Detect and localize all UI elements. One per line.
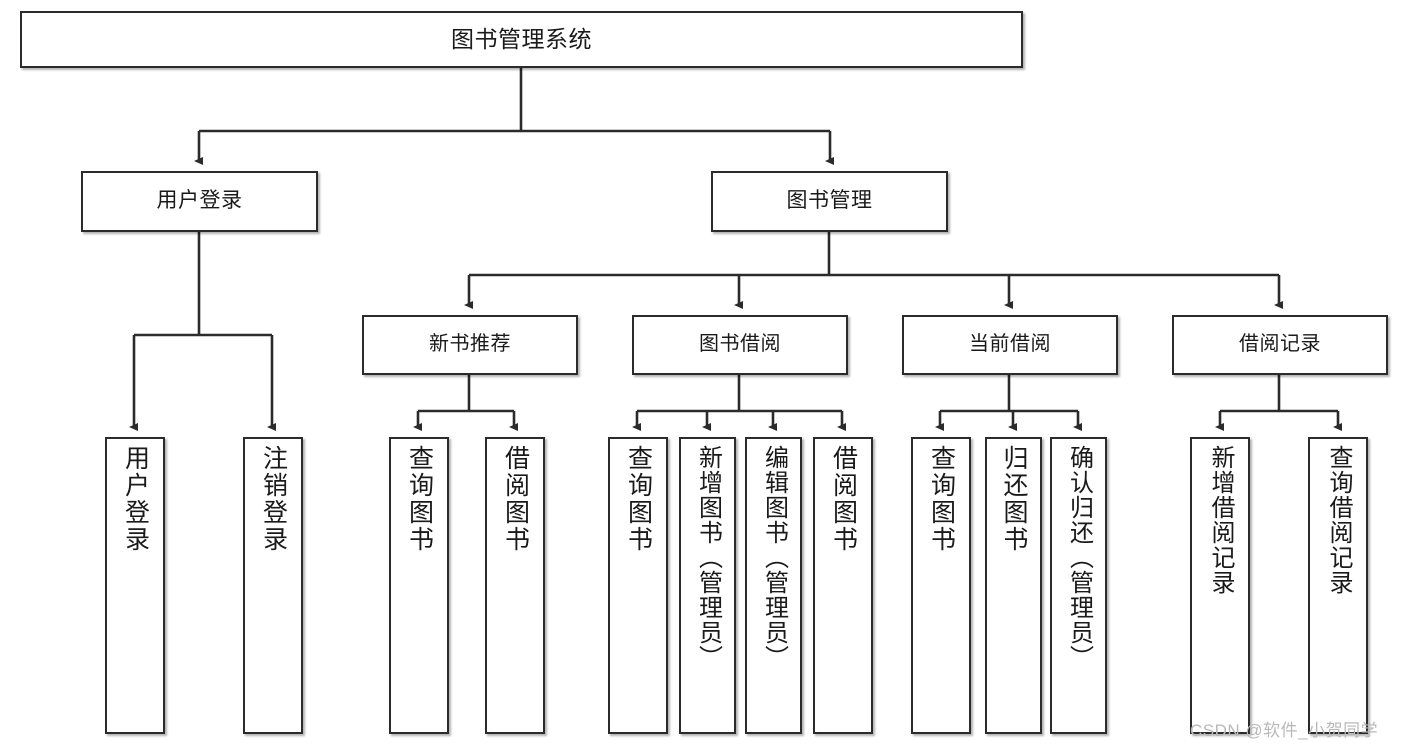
node-label: 图书管理系统 bbox=[451, 26, 592, 53]
node-label: 用户登录 bbox=[121, 445, 150, 553]
node-label: 查询图书 bbox=[927, 445, 956, 553]
leaf-edit-book[interactable]: 编辑图书（管理员） bbox=[745, 437, 802, 734]
leaf-borrow-book-bb[interactable]: 借阅图书 bbox=[813, 437, 873, 734]
node-label: 借阅图书 bbox=[501, 445, 530, 553]
node-label: 归还图书 bbox=[1000, 445, 1028, 553]
node-book-borrow[interactable]: 图书借阅 bbox=[632, 315, 848, 375]
node-label: 图书借阅 bbox=[699, 333, 781, 356]
node-label: 当前借阅 bbox=[969, 333, 1051, 356]
leaf-confirm-return[interactable]: 确认归还（管理员） bbox=[1050, 437, 1107, 734]
node-borrow-record[interactable]: 借阅记录 bbox=[1172, 315, 1388, 375]
node-book-manage[interactable]: 图书管理 bbox=[711, 171, 948, 232]
node-label: 借阅图书 bbox=[829, 445, 858, 553]
leaf-add-book[interactable]: 新增图书（管理员） bbox=[679, 437, 736, 734]
node-label: 新书推荐 bbox=[429, 333, 511, 356]
node-label: 查询图书 bbox=[405, 445, 434, 553]
leaf-user-login[interactable]: 用户登录 bbox=[105, 437, 165, 734]
node-label: 查询图书 bbox=[624, 445, 653, 553]
node-label: 注销登录 bbox=[259, 445, 288, 553]
node-label: 图书管理 bbox=[786, 189, 873, 213]
leaf-query-book-bb[interactable]: 查询图书 bbox=[608, 437, 668, 734]
node-label: 查询借阅记录 bbox=[1325, 445, 1352, 595]
node-label: 新增借阅记录 bbox=[1207, 445, 1234, 595]
leaf-query-record[interactable]: 查询借阅记录 bbox=[1308, 437, 1368, 734]
node-root[interactable]: 图书管理系统 bbox=[20, 11, 1023, 68]
leaf-query-book-rec[interactable]: 查询图书 bbox=[389, 437, 449, 734]
node-current-borrow[interactable]: 当前借阅 bbox=[902, 315, 1118, 375]
node-label: 确认归还（管理员） bbox=[1065, 445, 1093, 670]
leaf-return-book[interactable]: 归还图书 bbox=[985, 437, 1042, 734]
node-label: 新增图书（管理员） bbox=[694, 445, 722, 670]
csdn-watermark: CSDN @软件_小贺同学 bbox=[1190, 721, 1379, 740]
node-new-book-rec[interactable]: 新书推荐 bbox=[362, 315, 578, 375]
node-label: 借阅记录 bbox=[1239, 333, 1321, 356]
node-label: 编辑图书（管理员） bbox=[760, 445, 788, 670]
leaf-add-record[interactable]: 新增借阅记录 bbox=[1190, 437, 1250, 734]
leaf-borrow-book-rec[interactable]: 借阅图书 bbox=[485, 437, 545, 734]
leaf-logout[interactable]: 注销登录 bbox=[243, 437, 303, 734]
leaf-query-book-cb[interactable]: 查询图书 bbox=[911, 437, 971, 734]
node-user-login[interactable]: 用户登录 bbox=[81, 171, 318, 232]
node-label: 用户登录 bbox=[156, 189, 243, 213]
